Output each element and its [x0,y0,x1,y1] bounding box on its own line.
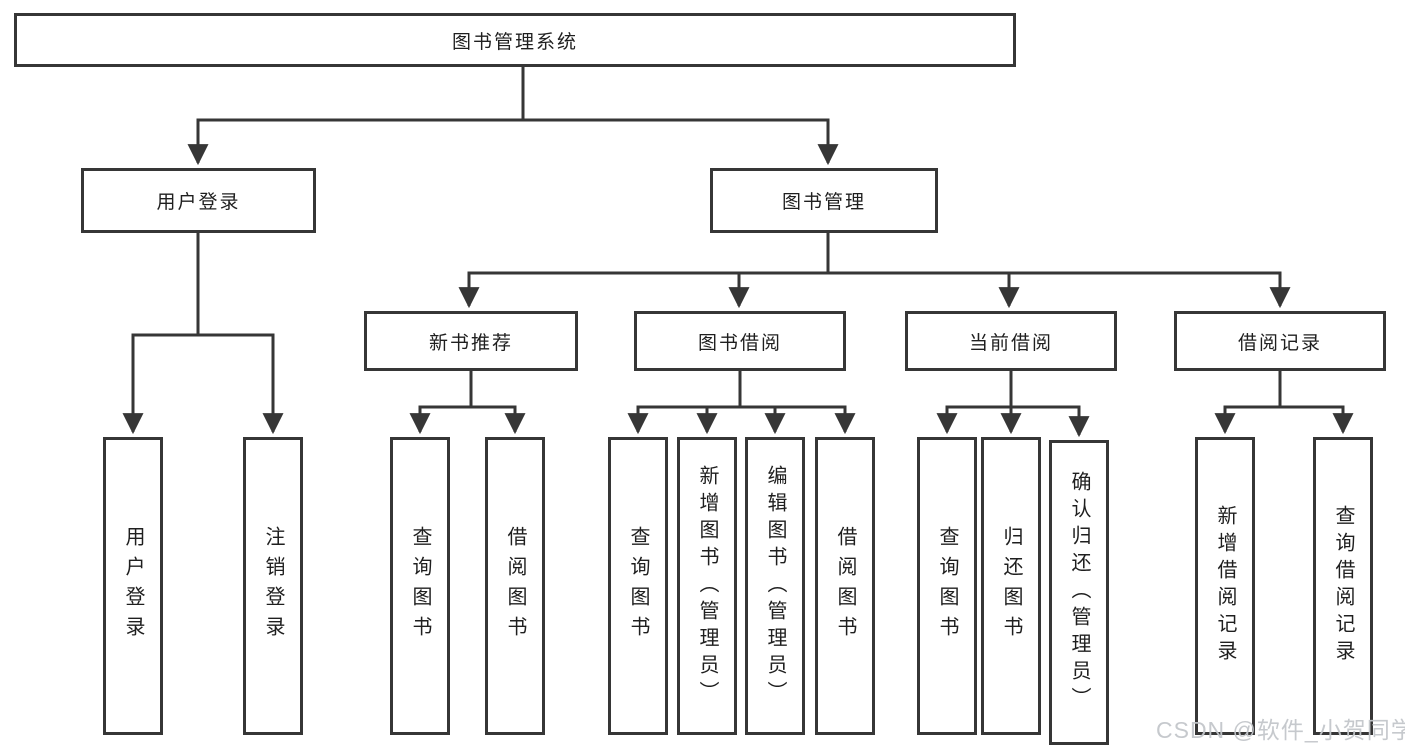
node-book-management: 图书管理 [710,168,938,233]
node-confirm-return-admin: 确认归还（管理员） [1049,440,1109,745]
node-book-borrow: 图书借阅 [634,311,846,371]
node-query-books-current: 查询图书 [917,437,977,735]
node-borrow-books: 借阅图书 [815,437,875,735]
node-user-login: 用户登录 [81,168,316,233]
node-return-books: 归还图书 [981,437,1041,735]
node-borrow-records: 借阅记录 [1174,311,1386,371]
node-logout: 注销登录 [243,437,303,735]
node-query-books-recommend: 查询图书 [390,437,450,735]
node-root: 图书管理系统 [14,13,1016,67]
node-new-book-recommend: 新书推荐 [364,311,578,371]
node-current-borrow: 当前借阅 [905,311,1117,371]
node-query-borrow-record: 查询借阅记录 [1313,437,1373,735]
csdn-watermark: CSDN @软件_小贺同学 [1156,717,1405,743]
node-borrow-books-recommend: 借阅图书 [485,437,545,735]
node-add-book-admin: 新增图书（管理员） [677,437,737,735]
node-query-books-borrow: 查询图书 [608,437,668,735]
node-login: 用户登录 [103,437,163,735]
node-add-borrow-record: 新增借阅记录 [1195,437,1255,735]
node-edit-book-admin: 编辑图书（管理员） [745,437,805,735]
